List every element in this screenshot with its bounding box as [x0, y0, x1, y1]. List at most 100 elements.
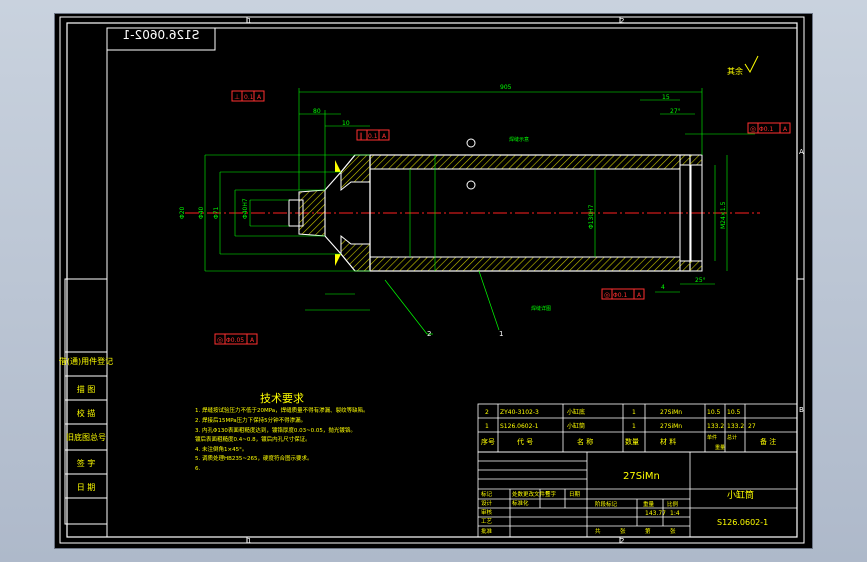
svg-text:比例: 比例	[667, 500, 679, 508]
svg-text:共: 共	[595, 527, 601, 535]
svg-text:备 注: 备 注	[760, 437, 776, 446]
mirrored-number-box	[106, 27, 216, 51]
callout-weld-note: 焊缝示意	[509, 136, 529, 143]
svg-text:10.5: 10.5	[727, 409, 741, 416]
svg-text:阶段标记: 阶段标记	[595, 500, 618, 508]
section-marker-mid	[466, 180, 476, 190]
svg-text:A: A	[637, 292, 642, 299]
dim-bore: Φ130H7	[588, 204, 595, 229]
section-marker-top	[466, 138, 476, 148]
roughness-symbol	[744, 55, 759, 74]
tolerance-frame-4: ◎ Φ0.1 A	[747, 122, 791, 134]
svg-text:代 号: 代 号	[517, 437, 533, 446]
svg-text:小缸筒: 小缸筒	[567, 422, 585, 430]
sheet-border	[59, 16, 805, 544]
callout-weld-detail: 焊缝详图	[531, 305, 551, 312]
tolerance-frame-1: ∥ 0.1 A	[356, 129, 390, 141]
dim-small-5: 25°	[695, 277, 706, 284]
zone-top-2: 2	[620, 17, 624, 25]
stamp-cell-4: 签 字	[77, 458, 96, 468]
tolerance-frame-2: ◎ Φ0.05 A	[214, 333, 258, 345]
tech-item-0: 1. 焊缝按试验压力不低于20MPa，焊缝质量不得有渗漏、裂纹等缺陷。	[195, 406, 369, 414]
svg-text:张: 张	[670, 527, 676, 535]
tube-wall-top	[369, 154, 681, 170]
svg-text:小缸底: 小缸底	[567, 408, 585, 416]
zone-bottom-2: 2	[620, 537, 624, 545]
svg-text:⊥: ⊥	[234, 93, 240, 101]
svg-text:Φ0.05: Φ0.05	[226, 337, 244, 344]
stamp-cell-3: 旧底图总号	[66, 432, 106, 442]
stamp-cell-1: 描 图	[77, 384, 96, 394]
svg-text:∥: ∥	[359, 132, 363, 140]
tech-requirements: 技术要求 1. 焊缝按试验压力不低于20MPa，焊缝质量不得有渗漏、裂纹等缺陷。…	[195, 392, 369, 472]
svg-text:133.2: 133.2	[707, 423, 724, 430]
svg-text:Φ0.1: Φ0.1	[613, 292, 627, 299]
cylinder-tube-view: 905 Φ20 Φ40 Φ71 Φ40H7 Φ130H7 M24×1.5 80 …	[179, 84, 791, 345]
svg-text:处数: 处数	[512, 490, 524, 498]
svg-text:A: A	[783, 126, 788, 133]
dim-left-3: Φ40H7	[242, 198, 249, 219]
tube-wall-bottom	[369, 256, 681, 272]
dim-small-1: 10	[342, 120, 350, 127]
mirrored-number: S126.0602-1	[123, 28, 200, 42]
svg-text:第: 第	[645, 527, 651, 535]
zone-right-b: B	[799, 406, 804, 414]
stamp-cell-5: 日 期	[77, 483, 96, 492]
zone-bottom-1: 1	[247, 537, 251, 545]
svg-text:◎: ◎	[604, 291, 610, 299]
tolerance-frame-0: ⊥ 0.1 A	[231, 90, 265, 102]
svg-text:单件: 单件	[707, 434, 717, 441]
svg-text:Φ0.1: Φ0.1	[759, 126, 773, 133]
tech-title: 技术要求	[260, 392, 304, 405]
svg-text:A: A	[382, 133, 387, 140]
dim-small-2: 15	[662, 94, 670, 101]
zone-right-a: A	[799, 148, 804, 156]
tech-item-2: 3. 内孔Φ130表面粗糙度达到，镀铬厚度0.03~0.05，抛光镀铬。	[195, 426, 356, 434]
dim-small-3: 27°	[670, 108, 681, 115]
svg-text:27SiMn: 27SiMn	[660, 409, 682, 416]
dim-thread: M24×1.5	[720, 201, 727, 229]
svg-text:名 称: 名 称	[577, 437, 593, 446]
roughness-note: 其余	[727, 66, 743, 76]
svg-text:S126.0602-1: S126.0602-1	[500, 423, 539, 430]
tech-item-3: 镀后表面粗糙度0.4~0.8，镀后内孔尺寸保证。	[195, 435, 311, 443]
svg-text:0.1: 0.1	[368, 133, 378, 140]
svg-text:133.2: 133.2	[727, 423, 744, 430]
tech-item-6: 6.	[195, 466, 200, 472]
drawing-canvas[interactable]: 1 2 1 2 A B S126.0602-1	[55, 14, 812, 548]
svg-text:设计: 设计	[481, 499, 493, 507]
dim-left-0: Φ20	[179, 206, 186, 219]
stamp-cell-2: 校 描	[77, 408, 96, 418]
svg-text:2: 2	[485, 409, 489, 416]
svg-text:A: A	[257, 94, 262, 101]
title-block-text: 27SiMn 小缸筒 S126.0602-1 143.77 1:4 标记 处数 …	[481, 471, 768, 535]
tech-item-5: 5. 调质处理HB235~265，硬度符合图示要求。	[195, 454, 313, 462]
dim-small-4: 4	[661, 284, 665, 291]
svg-text:日期: 日期	[569, 491, 581, 498]
drawing-svg: 1 2 1 2 A B S126.0602-1	[59, 16, 805, 545]
svg-text:A: A	[250, 337, 255, 344]
svg-text:1: 1	[632, 423, 636, 430]
title-drawing-no: S126.0602-1	[717, 518, 768, 527]
bom-header: 序号 代 号 名 称 数量 材 料 单件 总计 重量 备 注	[481, 434, 776, 451]
drawing-frame	[66, 22, 798, 538]
svg-text:更改文件号: 更改文件号	[523, 490, 551, 498]
dim-left-2: Φ71	[213, 206, 220, 219]
title-scale: 1:4	[670, 510, 680, 517]
title-block	[477, 451, 798, 538]
svg-text:材 料: 材 料	[660, 437, 676, 446]
svg-text:1: 1	[632, 409, 636, 416]
weld-bottom	[335, 254, 341, 266]
svg-text:ZY40-3102-3: ZY40-3102-3	[500, 409, 539, 416]
tolerance-frame-3: ◎ Φ0.1 A	[601, 288, 645, 300]
svg-text:签字: 签字	[545, 490, 557, 498]
svg-text:S126.0602-1: S126.0602-1	[123, 28, 200, 42]
svg-text:1: 1	[485, 423, 489, 430]
svg-text:批准: 批准	[481, 527, 493, 535]
svg-text:27: 27	[748, 423, 756, 430]
zone-top-1: 1	[247, 17, 251, 25]
dim-overall-length: 905	[500, 84, 512, 91]
svg-text:标准化: 标准化	[512, 499, 529, 507]
svg-text:0.1: 0.1	[244, 94, 254, 101]
